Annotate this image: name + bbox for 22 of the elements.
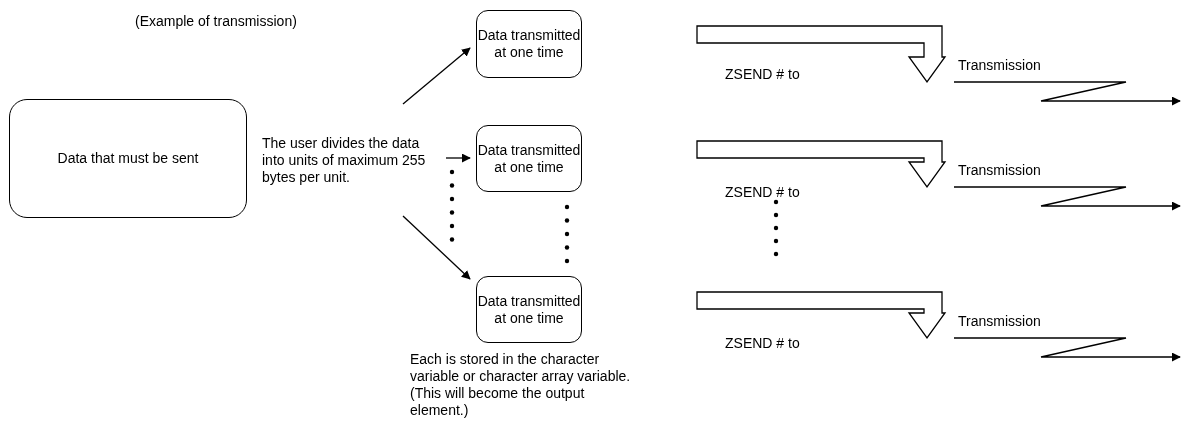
block-arrow	[696, 140, 947, 189]
transmission-arrow	[953, 337, 1181, 362]
edge-label: ZSEND # to	[725, 184, 800, 201]
transmission-arrow	[953, 186, 1181, 211]
process-box: Data transmitted at one time	[476, 276, 582, 343]
storage-note: Each is stored in the character variable or character array variable. (This will become the output element.)	[410, 351, 632, 419]
transmission-label: Transmission	[958, 313, 1088, 338]
block-arrow	[696, 291, 947, 340]
edge-label: ZSEND # to	[725, 66, 800, 83]
arrow	[402, 215, 471, 280]
process-box: Data that must be sent	[9, 99, 247, 218]
example-caption: (Example of transmission)	[135, 13, 297, 30]
note-text: The user divides the data into units of maximum 255 bytes per unit.	[262, 112, 434, 208]
transmission-label: Transmission	[958, 57, 1088, 82]
transmission-arrow	[953, 81, 1181, 106]
edge-label: ZSEND # to	[725, 335, 800, 352]
process-box: Data transmitted at one time	[476, 10, 582, 78]
arrow	[445, 153, 471, 163]
process-box: Data transmitted at one time	[476, 125, 582, 192]
transmission-label: Transmission	[958, 162, 1088, 187]
arrow	[402, 47, 471, 105]
block-arrow	[696, 25, 947, 84]
